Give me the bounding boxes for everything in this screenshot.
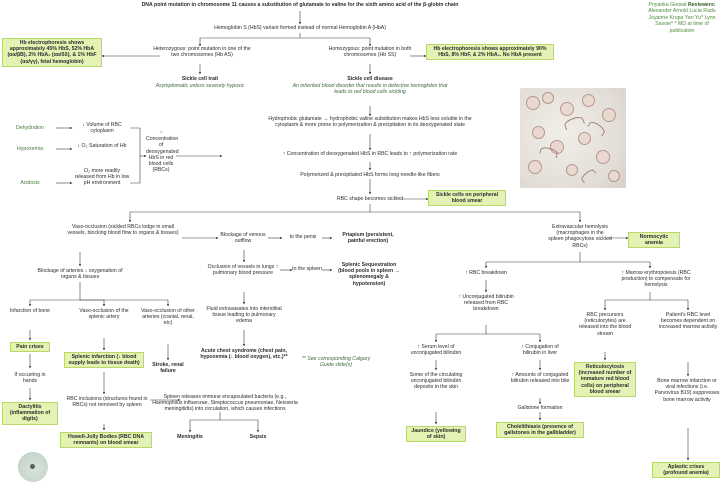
- howell-jolly-micrograph: [18, 452, 48, 482]
- other-artery-occlusion-node: Vaso-occlusion of other arteries (crania…: [140, 308, 196, 327]
- gallstone-formation-node: Gallstone formation: [508, 405, 572, 411]
- credits: Priyanka Grewal Reviewers: Alexander Arn…: [646, 2, 718, 34]
- reviewer-footnote: * MD at time of publication: [670, 21, 709, 33]
- dactylitis-node: Dactylitis (inflammation of digits): [2, 402, 58, 425]
- reviewer-name: Joyanne Krupa: [648, 15, 683, 21]
- rbc-volume-node: ↓ Volume of RBC cytoplasm: [74, 122, 130, 134]
- conjugation-node: ↑ Conjugation of bilirubin in liver: [512, 344, 568, 356]
- sickle-cell-micrograph: [520, 88, 626, 188]
- author-name: Priyanka Grewal: [649, 2, 687, 8]
- o2-saturation-node: ↓ O₂ Saturation of Hb: [74, 143, 130, 149]
- venous-blockage-node: Blockage of venous outflow: [218, 232, 268, 244]
- acute-chest-syndrome-node: Acute chest syndrome (chest pain, hypoxe…: [200, 348, 288, 360]
- to-spleen-node: to the spleen: [292, 266, 322, 272]
- reticulocytosis-node: Reticulocytosis (increased number of imm…: [574, 362, 636, 397]
- needle-fibers-node: Polymerized & precipitated HbS forms lon…: [280, 172, 460, 178]
- sepsis-node: Sepsis: [240, 434, 276, 440]
- diagram-title: DNA point mutation in chromosome 11 caus…: [140, 2, 460, 8]
- pain-crises-node: Pain crises: [10, 342, 50, 352]
- splenic-infarction-node: Splenic infarction (↓ blood supply leads…: [64, 352, 144, 368]
- acidosis-node: Acidosis: [4, 180, 56, 186]
- reviewer-name: Yan Yu*: [685, 15, 703, 21]
- see-also-note: ** See corresponding Calgary Guide slide…: [296, 356, 376, 368]
- rbc-precursors-node: RBC precursors (reticulocytes) are relea…: [576, 312, 634, 337]
- splenic-artery-occlusion-node: Vaso-occlusion of the splenic artery: [76, 308, 132, 320]
- reviewer-name: Lucia Radu: [689, 8, 715, 14]
- hypoxemia-node: Hypoxemia: [4, 146, 56, 152]
- meningitis-node: Meningitis: [170, 434, 210, 440]
- rbc-breakdown-node: ↑ RBC breakdown: [456, 270, 516, 276]
- fluid-extravasation-node: Fluid extravasates into interstitial tis…: [206, 306, 282, 325]
- polymerization-rate-node: ↑ Concentration of deoxygenated HbS in R…: [224, 151, 516, 157]
- marrow-dependence-node: Patient's RBC level becomes dependent on…: [656, 312, 720, 331]
- extravascular-hemolysis-node: Extravascular hemolysis (macrophages in …: [548, 224, 612, 249]
- hands-node: If occurring in hands: [10, 372, 50, 384]
- reviewer-name: Alexander Arnold: [648, 8, 688, 14]
- sickle-cell-trait-node: Sickle cell trait: [160, 76, 240, 82]
- splenic-sequestration-node: Splenic Sequestration (blood pools in sp…: [334, 262, 404, 287]
- skin-deposits-node: Some of the circulating unconjugated bil…: [408, 372, 464, 391]
- bone-infarction-node: Infarction of bone: [8, 308, 52, 314]
- priapism-node: Priapism (persistent, painful erection): [334, 232, 402, 244]
- deoxy-hbs-concentration-node: ↑ Concentration of deoxygenated HbS in r…: [146, 130, 176, 173]
- hbs-node: Hemoglobin S (HbS) variant formed instea…: [210, 25, 390, 31]
- rbc-sickled-node: RBC shape becomes sickled: [320, 196, 420, 202]
- homozygous-node: Homozygous: point mutation in both chrom…: [312, 46, 428, 58]
- marrow-suppression-node: Bone marrow infarction or viral infectio…: [654, 378, 720, 403]
- stroke-renal-failure-node: Stroke, renal failure: [144, 362, 192, 374]
- to-penis-node: to the penis: [286, 234, 320, 240]
- serum-bilirubin-node: ↑ Serum level of unconjugated bilirubin: [408, 344, 464, 356]
- unconjugated-bilirubin-node: ↑ Unconjugated bilirubin released from R…: [452, 294, 520, 313]
- arterial-blockage-node: Blockage of arteries ↓ oxygenation of or…: [36, 268, 124, 280]
- jaundice-node: Jaundice (yellowing of skin): [406, 426, 466, 442]
- normocytic-anemia-node: Normocytic anemia: [628, 232, 680, 248]
- howell-jolly-node: Howell-Jolly Bodies (RBC DNA remnants) o…: [60, 432, 152, 448]
- marrow-erythropoiesis-node: ↑ Marrow erythropoiesis (RBC production)…: [612, 270, 700, 289]
- rbc-inclusions-node: RBC inclusions (structures found in RBCs…: [64, 396, 150, 408]
- cholelithiasis-node: Cholelithiasis (presence of gallstones i…: [496, 422, 584, 438]
- sickle-cell-disease-sub: An inherited blood disorder that results…: [290, 83, 450, 95]
- encapsulated-bacteria-node: Spleen releases immune encapsulated bact…: [152, 394, 298, 413]
- electrophoresis-trait-node: Hb electrophoresis shows approximately 4…: [2, 38, 102, 67]
- sickle-cell-disease-node: Sickle cell disease: [320, 76, 420, 82]
- aplastic-crises-node: Aplastic crises (profound anemia): [652, 462, 720, 478]
- dehydration-node: Dehydration: [4, 125, 56, 131]
- reviewers-heading: Reviewers:: [688, 2, 715, 8]
- vaso-occlusion-node: Vaso-occlusion (sickled RBCs lodge in sm…: [64, 224, 182, 236]
- conjugated-bile-node: ↑ Amounts of conjugated bilirubin releas…: [506, 372, 574, 384]
- hydrophobic-substitution-node: Hydrophobic glutamate → hydrophobic vali…: [262, 116, 478, 128]
- electrophoresis-disease-node: Hb electrophoresis shows approximately 9…: [426, 44, 554, 60]
- heterozygous-node: Heterozygous: point mutation in one of t…: [150, 46, 254, 58]
- lung-occlusion-node: Occlusion of vessels in lungs ↑ pulmonar…: [206, 264, 280, 276]
- sickle-cell-trait-sub: Asymptomatic unless severely hypoxic: [150, 83, 250, 89]
- sickle-smear-node: Sickle cells on peripheral blood smear: [428, 190, 506, 206]
- o2-release-node: O₂ more readily released from Hb in low …: [74, 168, 130, 187]
